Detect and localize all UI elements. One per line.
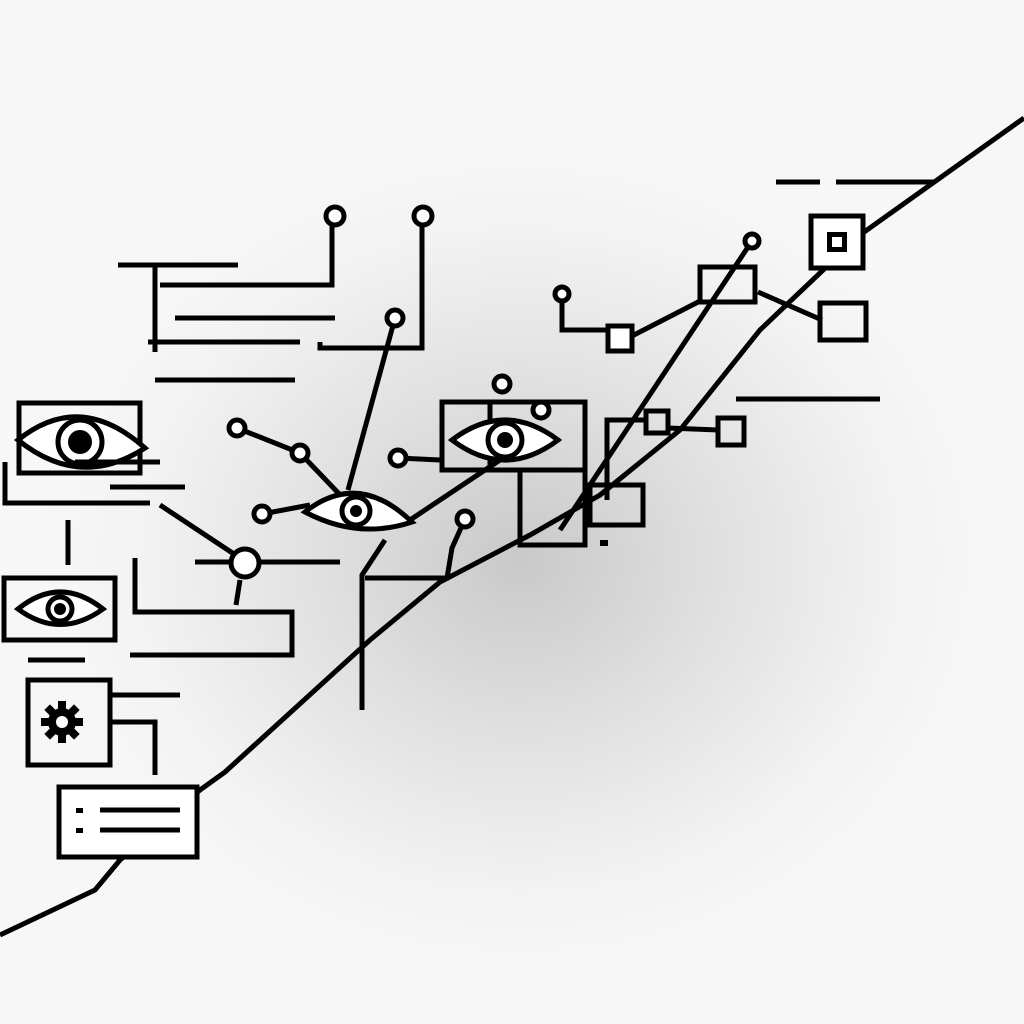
node-icon — [384, 307, 406, 329]
eye-icon — [300, 490, 417, 532]
connector-line — [756, 289, 824, 323]
connector-line — [2, 462, 150, 506]
node-icon — [226, 417, 248, 439]
connector-line — [317, 222, 425, 351]
connector-line — [559, 294, 610, 333]
connector-line — [667, 425, 719, 433]
node-icon — [742, 231, 762, 251]
node-box — [697, 264, 758, 305]
node-icon — [387, 447, 409, 469]
node-icon — [552, 284, 572, 304]
node-icon — [491, 373, 513, 395]
list-panel — [56, 784, 200, 860]
node-icon — [530, 399, 552, 421]
connector-line — [365, 517, 468, 581]
eye-panel — [439, 399, 588, 473]
connector-line — [557, 239, 755, 532]
node-box — [643, 408, 671, 436]
list-icon — [76, 807, 180, 833]
eye-icon — [14, 414, 150, 470]
connector-line — [604, 417, 646, 500]
eye-panel — [1, 575, 118, 643]
gear-icon — [41, 701, 83, 743]
connector-line — [630, 297, 704, 339]
node-icon — [228, 546, 262, 580]
eye-icon — [447, 417, 563, 463]
eye-icon — [13, 589, 108, 627]
connector-line — [345, 317, 398, 491]
node-box — [587, 482, 646, 528]
node-box — [605, 323, 635, 354]
trend-line — [0, 115, 1024, 938]
node-icon — [411, 204, 435, 228]
node-box — [715, 415, 747, 448]
node-icon — [289, 442, 311, 464]
connector-line — [359, 538, 388, 710]
node-icon — [251, 503, 273, 525]
node-icon — [454, 508, 476, 530]
connector-line — [236, 425, 347, 502]
node-box — [817, 300, 869, 343]
connector-line — [158, 502, 242, 561]
connector-line — [160, 222, 335, 288]
connector-line — [130, 558, 295, 658]
connector-line — [408, 457, 502, 523]
node-icon — [323, 204, 347, 228]
